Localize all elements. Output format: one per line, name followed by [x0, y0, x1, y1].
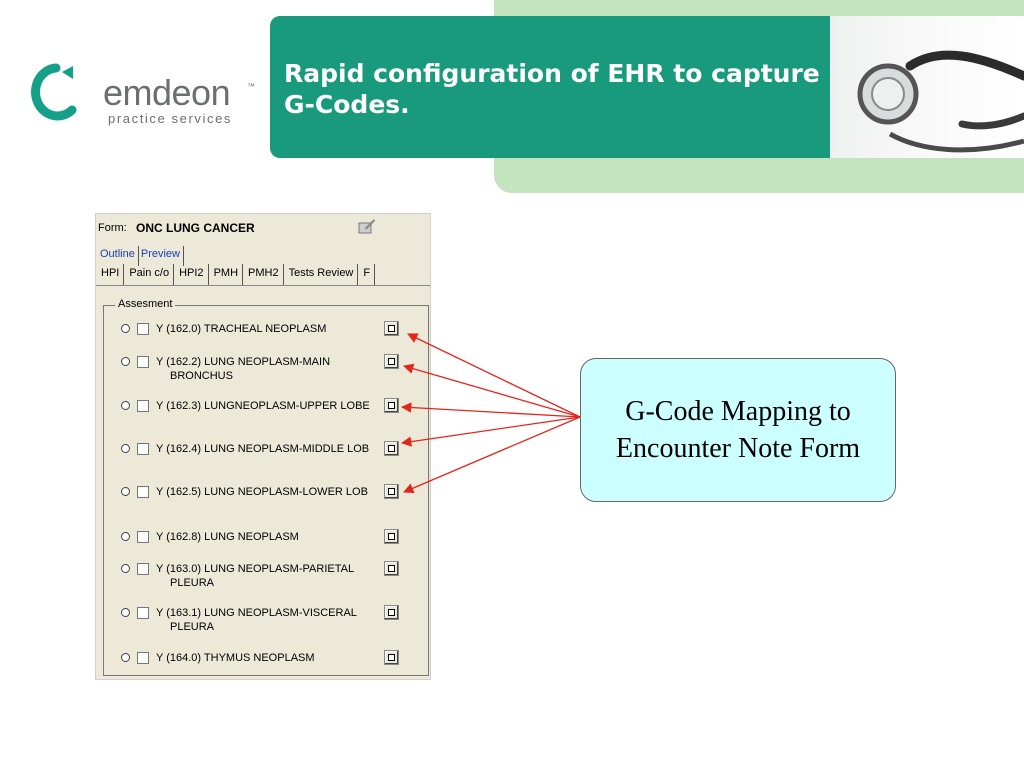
- stethoscope-image: [830, 16, 1024, 158]
- tab-pmh2[interactable]: PMH2: [243, 264, 284, 285]
- gcode-button[interactable]: [384, 484, 399, 499]
- gcode-button[interactable]: [384, 650, 399, 665]
- stethoscope-icon: [857, 50, 1024, 153]
- tab-hpi2[interactable]: HPI2: [174, 264, 209, 285]
- list-item: Y (162.0) TRACHEAL NEOPLASM: [118, 321, 408, 351]
- item-label: Y (162.3) LUNGNEOPLASM-UPPER LOBE: [156, 400, 370, 412]
- list-item: Y (162.8) LUNG NEOPLASM: [118, 529, 408, 559]
- list-item: Y (164.0) THYMUS NEOPLASM: [118, 650, 408, 679]
- gcode-button[interactable]: [384, 561, 399, 576]
- item-radio[interactable]: [121, 487, 130, 496]
- list-item: Y (162.4) LUNG NEOPLASM-MIDDLE LOB: [118, 441, 408, 471]
- list-item: Y (162.3) LUNGNEOPLASM-UPPER LOBE: [118, 398, 408, 428]
- item-radio[interactable]: [121, 444, 130, 453]
- item-radio[interactable]: [121, 532, 130, 541]
- tab-f[interactable]: F: [358, 264, 376, 285]
- tab-pmh[interactable]: PMH: [209, 264, 244, 285]
- item-radio[interactable]: [121, 357, 130, 366]
- title-banner: [270, 16, 830, 158]
- gcode-button[interactable]: [384, 354, 399, 369]
- item-label: Y (162.4) LUNG NEOPLASM-MIDDLE LOB: [156, 443, 370, 455]
- assessment-legend: Assesment: [115, 298, 176, 310]
- form-name: ONC LUNG CANCER: [136, 221, 255, 235]
- item-checkbox[interactable]: [137, 563, 149, 575]
- gcode-button[interactable]: [384, 398, 399, 413]
- item-checkbox[interactable]: [137, 443, 149, 455]
- slide-title: Rapid configuration of EHR to capture G-…: [284, 59, 820, 119]
- logo-trademark: ™: [247, 82, 255, 91]
- item-radio[interactable]: [121, 324, 130, 333]
- tab-tests-review[interactable]: Tests Review: [284, 264, 359, 285]
- item-checkbox[interactable]: [137, 323, 149, 335]
- emdeon-logo-icon: [31, 63, 77, 121]
- item-checkbox[interactable]: [137, 400, 149, 412]
- gcode-button[interactable]: [384, 529, 399, 544]
- arrow-line: [407, 333, 581, 418]
- tab-hpi[interactable]: HPI: [96, 264, 125, 285]
- item-checkbox[interactable]: [137, 356, 149, 368]
- item-checkbox[interactable]: [137, 531, 149, 543]
- logo-subtitle: practice services: [108, 111, 233, 126]
- list-item: Y (162.5) LUNG NEOPLASM-LOWER LOB: [118, 484, 408, 514]
- item-radio[interactable]: [121, 564, 130, 573]
- ehr-form-panel: Form: ONC LUNG CANCER Outline Preview HP…: [95, 213, 431, 680]
- tab-pain-co[interactable]: Pain c/o: [124, 264, 175, 285]
- item-label: Y (162.0) TRACHEAL NEOPLASM: [156, 323, 327, 335]
- logo-name: emdeon: [103, 72, 231, 113]
- tab-outline[interactable]: Outline: [98, 246, 139, 266]
- view-tabs: Outline Preview: [98, 246, 184, 266]
- item-label: Y (164.0) THYMUS NEOPLASM: [156, 652, 315, 664]
- item-checkbox[interactable]: [137, 607, 149, 619]
- item-label: Y (162.5) LUNG NEOPLASM-LOWER LOB: [156, 486, 368, 498]
- gcode-button[interactable]: [384, 441, 399, 456]
- form-label: Form:: [98, 222, 127, 234]
- item-radio[interactable]: [121, 608, 130, 617]
- item-checkbox[interactable]: [137, 486, 149, 498]
- gcode-button[interactable]: [384, 605, 399, 620]
- gcode-button[interactable]: [384, 321, 399, 336]
- item-checkbox[interactable]: [137, 652, 149, 664]
- tab-preview[interactable]: Preview: [139, 246, 184, 266]
- gcode-mapping-callout: G-Code Mapping to Encounter Note Form: [580, 358, 896, 502]
- item-radio[interactable]: [121, 401, 130, 410]
- item-label: Y (162.8) LUNG NEOPLASM: [156, 531, 299, 543]
- section-tabs: HPI Pain c/o HPI2 PMH PMH2 Tests Review …: [96, 264, 430, 286]
- edit-form-icon[interactable]: [358, 218, 376, 234]
- item-radio[interactable]: [121, 653, 130, 662]
